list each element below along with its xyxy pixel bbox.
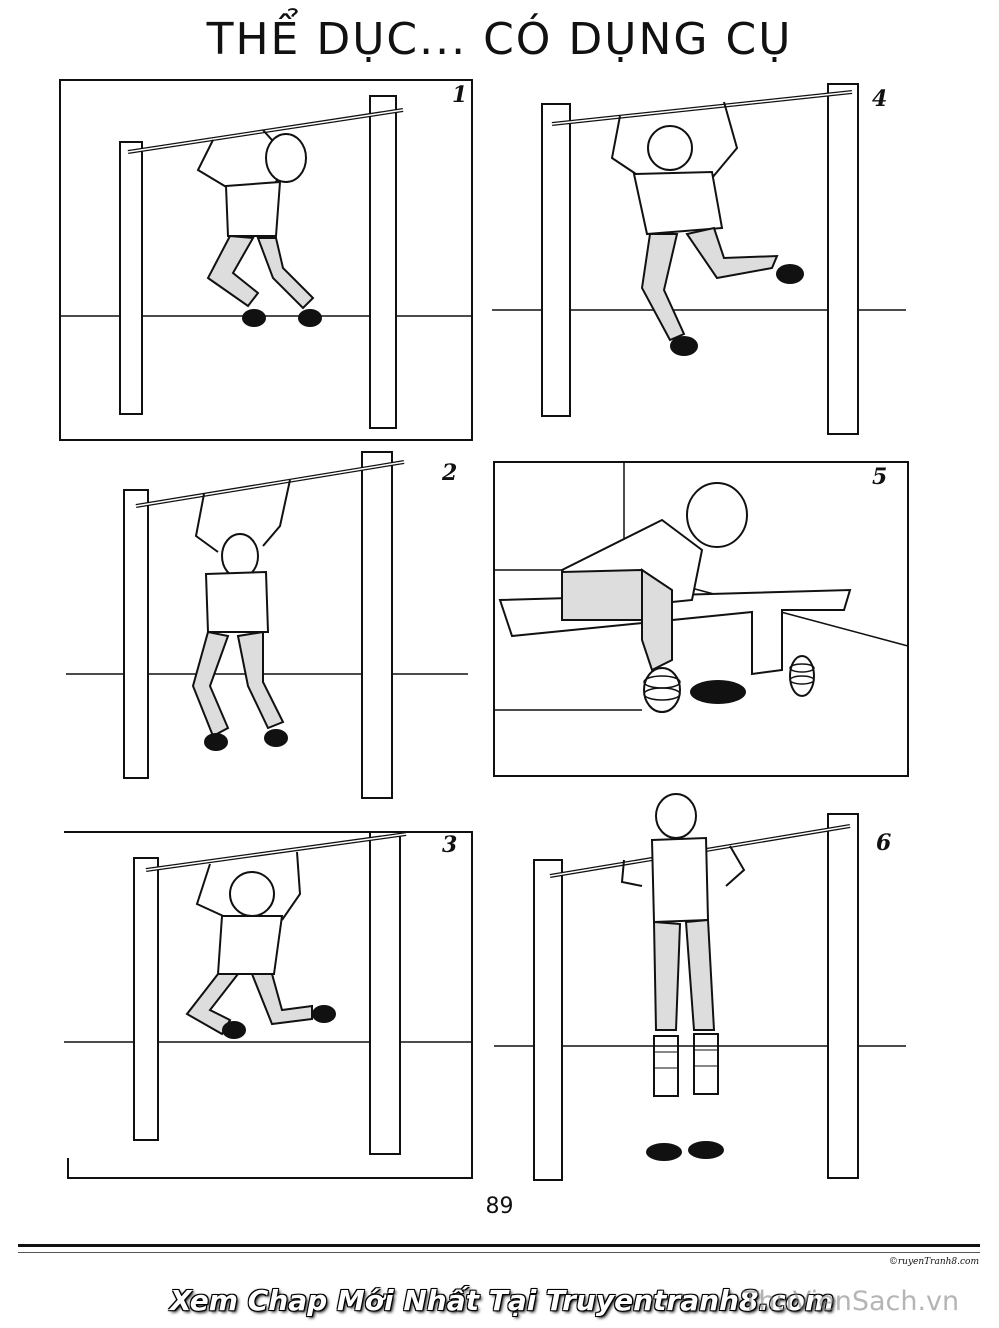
- panel-6-illustration: [494, 793, 906, 1181]
- divider-line-thin: [18, 1252, 980, 1253]
- panel-5-illustration: [493, 461, 909, 777]
- divider-line: [18, 1244, 980, 1247]
- comic-panel-2: 2: [58, 446, 474, 808]
- panel-number: 2: [442, 460, 458, 486]
- panel-number: 6: [876, 830, 892, 856]
- site-credit: ©ruyenTranh8.com: [888, 1257, 979, 1267]
- page-title: THỂ DỤC... CÓ DỤNG CỤ: [206, 14, 793, 65]
- panel-2-illustration: [66, 451, 468, 799]
- panel-1-illustration: [59, 79, 473, 441]
- panel-number: 4: [872, 86, 888, 112]
- panel-number: 3: [442, 832, 458, 858]
- comic-panel-3: 3: [62, 824, 474, 1182]
- comic-panel-1: 1: [58, 78, 474, 442]
- panel-number: 1: [452, 82, 468, 108]
- panel-number: 5: [872, 464, 888, 490]
- panel-3-illustration: [64, 831, 473, 1179]
- page-number: 89: [485, 1194, 514, 1219]
- watermark: ThuVienSach.vn: [742, 1286, 960, 1317]
- comic-panel-4: 4: [492, 78, 912, 442]
- comic-panel-6: 6: [494, 790, 912, 1186]
- panel-4-illustration: [492, 83, 906, 435]
- comic-panel-5: 5: [492, 460, 912, 780]
- promo-banner-link[interactable]: Xem Chap Mới Nhất Tại Truyentranh8.com: [170, 1284, 835, 1317]
